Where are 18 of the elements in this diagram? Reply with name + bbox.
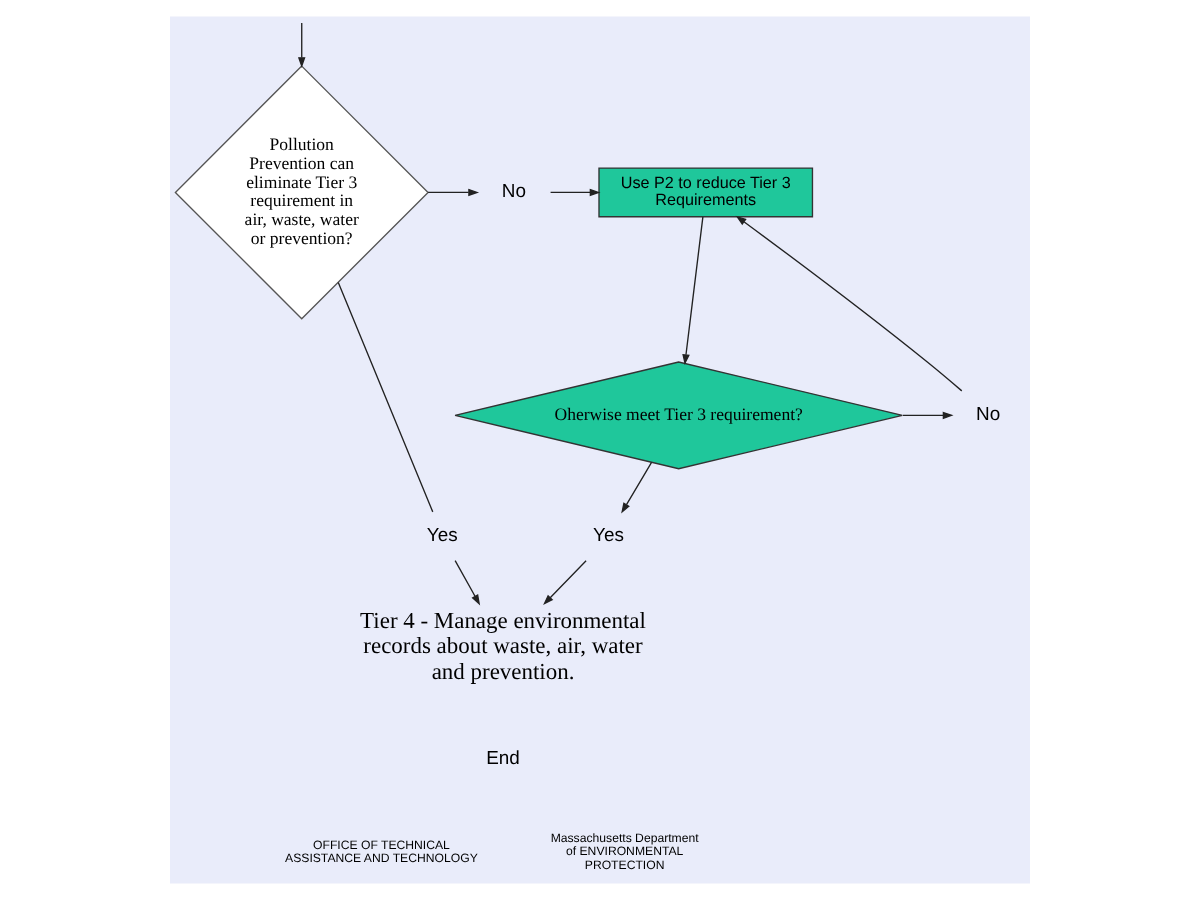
node-diamond: Pollution Prevention can eliminate Tier 3 requirement in air, waste, water or prevention?: [174, 65, 430, 320]
arrow: [543, 560, 587, 606]
arrow: [902, 411, 954, 420]
arrow: [454, 560, 481, 606]
arrow: [621, 461, 653, 514]
arrow: [427, 188, 480, 197]
node-text: No: [976, 404, 1001, 427]
node-text: Tier 4 - Manage environmental records about waste, air, water and prevention.: [360, 609, 646, 685]
arrow: [682, 216, 704, 366]
label: End: [486, 748, 520, 771]
arrow: [297, 22, 306, 68]
node-diamond: Oherwise meet Tier 3 requirement?: [454, 361, 903, 470]
node-text: Yes: [593, 525, 624, 548]
connector: [337, 281, 434, 513]
node-text: Yes: [426, 525, 458, 548]
arrow: [735, 215, 963, 392]
arrow: [549, 188, 601, 197]
node-text: No: [501, 181, 526, 204]
